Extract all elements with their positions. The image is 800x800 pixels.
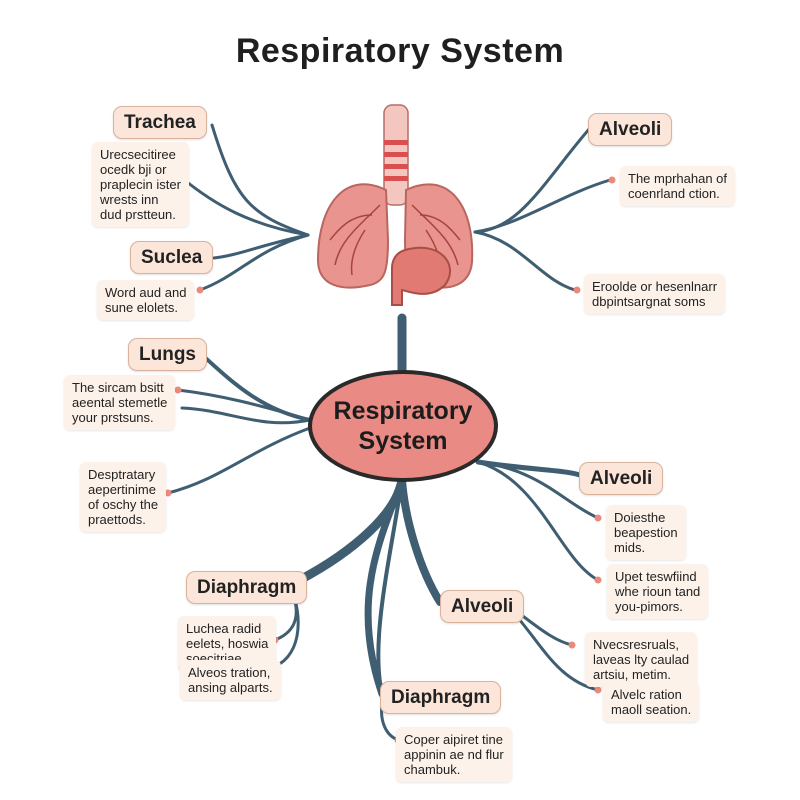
note-line: maoll seation.: [611, 702, 692, 717]
page-title: Respiratory System: [235, 32, 565, 70]
label-diaphragm-left: Diaphragm: [186, 571, 308, 604]
label-trachea: Trachea: [113, 106, 207, 139]
note-line: mids.: [614, 540, 646, 555]
label-alveoli-low: Alveoli: [440, 590, 525, 623]
trachea-illustration: [383, 104, 409, 206]
note-line: beapestion: [614, 525, 678, 540]
note-line: ocedk bji or: [100, 162, 167, 177]
note-line: appinin ae nd flur: [404, 747, 504, 762]
stomach-shape: [391, 246, 451, 306]
label-alveoli-mid: Alveoli: [579, 462, 664, 495]
note-line: of oschy the: [88, 497, 159, 512]
note-line: you-pimors.: [615, 599, 683, 614]
note-line: chambuk.: [404, 762, 461, 777]
note-line: coenrland ction.: [628, 186, 720, 201]
center-node-respiratory-system: Respiratory System: [308, 370, 498, 482]
center-node-line1: Respiratory: [333, 397, 473, 425]
note-line: Eroolde or hesenlnarr: [592, 279, 718, 294]
label-lungs: Lungs: [128, 338, 207, 371]
label-suclea: Suclea: [130, 241, 214, 274]
lungs-illustration: [316, 104, 474, 306]
note-line: your prstsuns.: [72, 410, 154, 425]
note-line: sune elolets.: [105, 300, 178, 315]
note-line: artsiu, metim.: [593, 667, 672, 682]
note-line: Word aud and: [105, 285, 187, 300]
note-line: praplecin ister: [100, 177, 181, 192]
note-line: aepertinime: [88, 482, 156, 497]
note-line: Alvelc ration: [611, 687, 682, 702]
note-line: eelets, hoswia: [186, 636, 269, 651]
center-node-line2: System: [358, 427, 448, 455]
label-alveoli-top: Alveoli: [588, 113, 673, 146]
note-line: Urecsecitiree: [100, 147, 176, 162]
note-diaphragm-left-detail: Alveos tration,ansing alparts.: [180, 660, 281, 700]
note-line: wrests inn: [100, 192, 159, 207]
note-line: Nvecsresruals,: [593, 637, 679, 652]
note-line: ansing alparts.: [188, 680, 273, 695]
note-line: dbpintsargnat soms: [592, 294, 706, 309]
note-line: praettods.: [88, 512, 146, 527]
note-line: Desptratary: [88, 467, 156, 482]
label-diaphragm-bottom: Diaphragm: [380, 681, 502, 714]
note-line: laveas lty caulad: [593, 652, 690, 667]
note-line: Doiesthe: [614, 510, 666, 525]
note-line: Luchea radid: [186, 621, 262, 636]
branch-lines: [166, 123, 612, 742]
note-line: whe rioun tand: [615, 584, 701, 599]
note-line: The mprhahan of: [628, 171, 728, 186]
note-line: dud prstteun.: [100, 207, 176, 222]
note-line: The sircam bsitt: [72, 380, 164, 395]
note-line: aeental stemetle: [72, 395, 168, 410]
note-line: Coper aipiret tine: [404, 732, 503, 747]
note-line: Upet teswfiind: [615, 569, 697, 584]
left-lung-shape: [316, 183, 390, 289]
note-line: Alveos tration,: [188, 665, 271, 680]
